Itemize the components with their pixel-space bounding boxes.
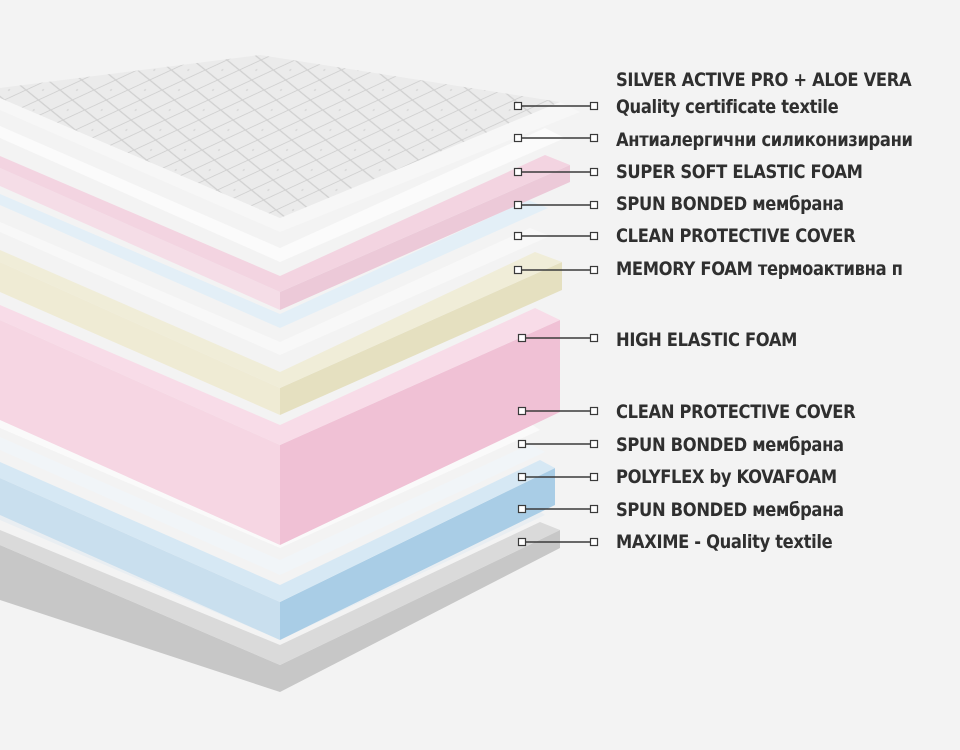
leader-marker-8-end xyxy=(589,406,599,416)
layer-label-6: CLEAN PROTECTIVE COVER xyxy=(616,225,856,247)
leader-marker-1-end xyxy=(589,101,599,111)
layer-label-5: SPUN BONDED мембрана xyxy=(616,193,844,215)
leader-marker-12-end xyxy=(589,537,599,547)
leader-marker-9-start xyxy=(517,439,527,449)
layer-label-10: SPUN BONDED мембрана xyxy=(616,434,844,456)
leader-marker-11-end xyxy=(589,504,599,514)
layer-label-12: SPUN BONDED мембрана xyxy=(616,499,844,521)
layer-label-9: CLEAN PROTECTIVE COVER xyxy=(616,401,856,423)
layer-label-7: MEMORY FOAM термоактивна п xyxy=(616,258,903,280)
leader-marker-8-start xyxy=(517,406,527,416)
leader-marker-2-end xyxy=(589,133,599,143)
leader-marker-5-end xyxy=(589,231,599,241)
leader-marker-6-start xyxy=(513,265,523,275)
layer-label-11: POLYFLEX by KOVAFOAM xyxy=(616,466,837,488)
layer-label-4: SUPER SOFT ELASTIC FOAM xyxy=(616,161,863,183)
leader-marker-11-start xyxy=(517,504,527,514)
leader-marker-10-start xyxy=(517,472,527,482)
layer-memory-foam xyxy=(0,262,280,415)
layer-polyflex xyxy=(0,478,280,640)
layer-label-8: HIGH ELASTIC FOAM xyxy=(616,329,798,351)
layer-maxime-textile xyxy=(0,530,560,692)
layer-high-elastic-foam xyxy=(0,320,280,545)
leader-marker-5-start xyxy=(513,231,523,241)
leader-marker-12-start xyxy=(517,537,527,547)
layer-label-3: Антиалергични силиконизирани xyxy=(616,129,913,151)
layer-label-2: Quality certificate textile xyxy=(616,96,839,118)
leader-marker-3-end xyxy=(589,167,599,177)
leader-marker-7-end xyxy=(589,333,599,343)
leader-marker-4-end xyxy=(589,200,599,210)
leader-marker-2-start xyxy=(513,133,523,143)
mattress-illustration xyxy=(0,55,580,692)
leader-marker-7-start xyxy=(517,333,527,343)
leader-marker-3-start xyxy=(513,167,523,177)
leader-marker-9-end xyxy=(589,439,599,449)
layer-label-13: MAXIME - Quality textile xyxy=(616,531,833,553)
leader-marker-6-end xyxy=(589,265,599,275)
leader-marker-4-start xyxy=(513,200,523,210)
leader-lines xyxy=(513,101,599,547)
layer-label-1: SILVER ACTIVE PRO + ALOE VERA xyxy=(616,69,912,91)
layer-super-soft-foam xyxy=(0,168,280,310)
leader-marker-10-end xyxy=(589,472,599,482)
leader-marker-1-start xyxy=(513,101,523,111)
